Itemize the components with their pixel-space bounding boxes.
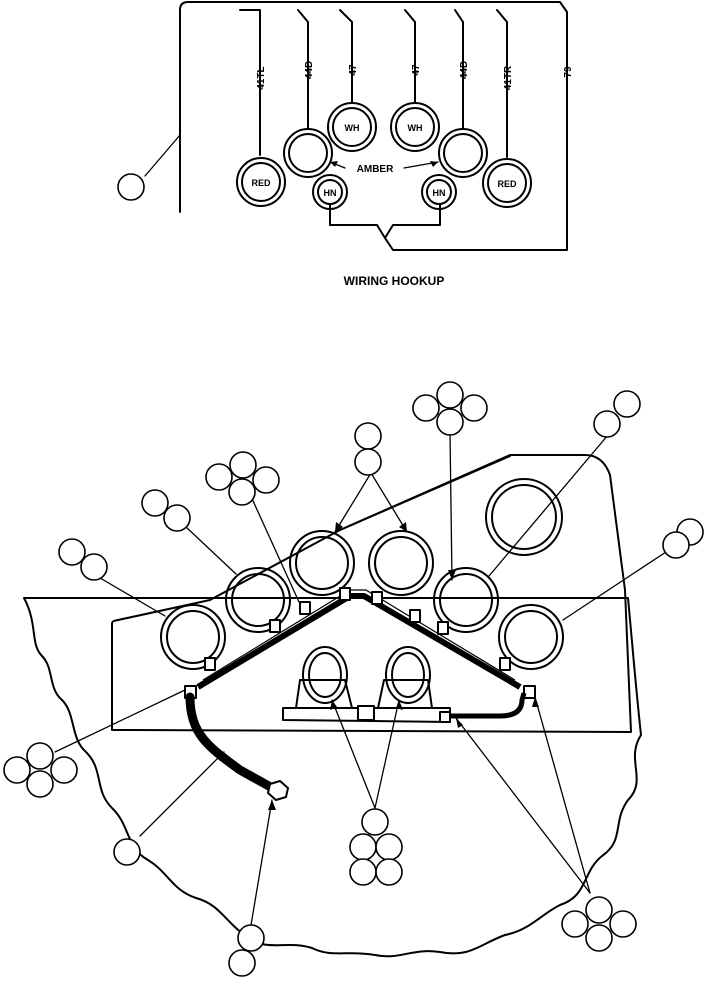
callout-k3 <box>609 910 637 938</box>
horn-left <box>302 646 348 704</box>
mounting-plate <box>111 454 632 733</box>
leader-harness <box>144 134 181 177</box>
horn-connector <box>439 711 451 723</box>
callout-i1 <box>113 838 141 866</box>
lamp-label-red-right: RED <box>497 179 517 189</box>
lamp-2 <box>225 567 291 633</box>
spare-lamp-hole-outer <box>485 478 563 556</box>
lamp-label-wh-right: WH <box>408 123 423 133</box>
callout-e3 <box>460 394 488 422</box>
callout-c2 <box>229 451 257 479</box>
lamp-red-right: RED <box>482 158 532 208</box>
callout-h2 <box>3 756 31 784</box>
callout-k4 <box>585 924 613 952</box>
callout-h3 <box>50 756 78 784</box>
wire-41tl <box>239 9 261 156</box>
callouts <box>3 381 704 977</box>
lamp-4 <box>368 530 434 596</box>
wire-label-44d-right: 44D <box>459 61 470 79</box>
arrowheads <box>215 522 539 810</box>
wire-label-44d-left: 44D <box>304 61 315 79</box>
lamp-3 <box>289 530 355 596</box>
callout-c4 <box>228 478 256 506</box>
callout-e4 <box>436 408 464 436</box>
callout-d2 <box>354 448 382 476</box>
callout-b2 <box>163 504 191 532</box>
junction-block <box>357 705 375 721</box>
wire-47-left <box>339 9 353 103</box>
plate-edge <box>339 455 511 531</box>
callout-harness <box>117 173 145 201</box>
callout-j2 <box>349 833 377 861</box>
callout-j5 <box>375 858 403 886</box>
callout-k1 <box>585 896 613 924</box>
callout-g2 <box>662 531 690 559</box>
lamp-clips <box>184 587 536 699</box>
wire-47-right <box>404 9 416 103</box>
callout-h1 <box>26 742 54 770</box>
callout-h4 <box>26 770 54 798</box>
callout-b1 <box>141 489 169 517</box>
lamp-label-hn-left: HN <box>324 188 337 198</box>
leader-lines <box>54 432 673 926</box>
lamp-label-wh-left: WH <box>345 123 360 133</box>
harness-conduit-edge <box>202 589 516 681</box>
wire-44d-right <box>454 9 464 129</box>
amber-arrow-right <box>430 161 438 167</box>
callout-l1 <box>237 924 265 952</box>
wire-label-79: 79 <box>563 66 574 78</box>
spare-lamp-hole-inner <box>491 484 557 550</box>
lamp-amber-right <box>438 128 488 178</box>
callout-c1 <box>205 463 233 491</box>
lamp-6 <box>498 604 564 670</box>
wire-label-47-left: 47 <box>348 64 359 76</box>
lamp-hn-right: HN <box>421 174 457 210</box>
main-harness <box>185 692 281 795</box>
lamp-wh-right: WH <box>390 102 440 152</box>
callout-f2 <box>593 410 621 438</box>
callout-a1 <box>58 538 86 566</box>
harness-conduit <box>196 593 522 690</box>
wire-label-41tl: 41TL <box>256 66 267 89</box>
installation-view <box>3 381 704 977</box>
wiring-hookup-title: WIRING HOOKUP <box>344 274 445 288</box>
callout-j4 <box>349 858 377 886</box>
wire-label-47-right: 47 <box>411 64 422 76</box>
horn-harness <box>445 692 527 719</box>
wire-label-41tr: 41TR <box>503 65 514 90</box>
callout-a2 <box>80 553 108 581</box>
lamp-amber-left <box>283 128 333 178</box>
harness-hn-right-wire <box>384 204 441 239</box>
wiring-hookup: 41TL 44D 47 47 44D 41TR 79 RED WH WH RED <box>117 1 574 288</box>
wire-44d-left <box>297 9 309 129</box>
callout-e2 <box>412 394 440 422</box>
amber-arrow-left <box>330 161 338 167</box>
lamp-1 <box>160 604 226 670</box>
lamp-label-hn-right: HN <box>433 188 446 198</box>
callout-j3 <box>375 833 403 861</box>
lamp-hn-left: HN <box>312 174 348 210</box>
callout-e1 <box>436 381 464 409</box>
callout-k2 <box>561 910 589 938</box>
lamp-5 <box>433 567 499 633</box>
callout-j1 <box>361 808 389 836</box>
horn-right <box>385 646 431 704</box>
callout-d1 <box>354 422 382 450</box>
lamp-red-left: RED <box>236 157 286 207</box>
lamp-label-red-left: RED <box>251 178 271 188</box>
callout-l2 <box>228 949 256 977</box>
harness-outer-wire <box>179 1 568 251</box>
lamp-wh-left: WH <box>327 102 377 152</box>
callout-c3 <box>252 466 280 494</box>
amber-label: AMBER <box>357 164 394 175</box>
wire-41tr <box>496 9 508 158</box>
grommet <box>267 780 289 801</box>
vehicle-body-breakout <box>23 597 642 958</box>
callout-f1 <box>613 390 641 418</box>
